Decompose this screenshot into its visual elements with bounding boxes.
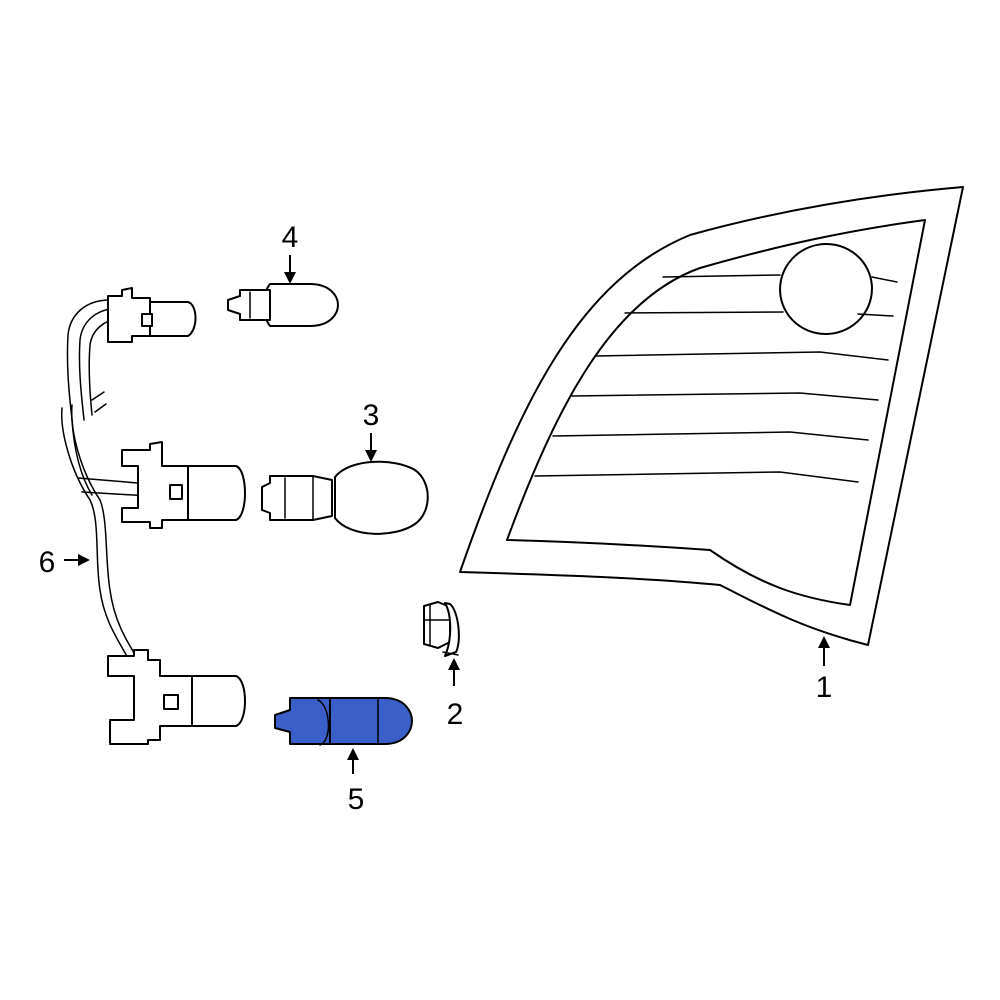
callout-1-label: 1: [816, 671, 833, 704]
callout-6: 6: [39, 546, 90, 579]
callout-3: 3: [363, 399, 380, 462]
part-1-tail-lamp[interactable]: [459, 186, 964, 646]
part-2-nut[interactable]: [423, 601, 460, 657]
callout-2: 2: [447, 658, 464, 731]
callout-1: 1: [816, 636, 833, 704]
callout-4: 4: [282, 221, 299, 284]
callout-3-label: 3: [363, 399, 380, 432]
callout-5: 5: [347, 748, 364, 816]
part-3-bulb[interactable]: [261, 460, 429, 535]
part-5-bulb-highlighted[interactable]: [274, 697, 413, 746]
callout-2-label: 2: [447, 698, 464, 731]
callout-4-label: 4: [282, 221, 299, 254]
part-4-bulb[interactable]: [227, 283, 339, 327]
part-6-wiring-harness[interactable]: [61, 287, 246, 745]
callout-5-label: 5: [348, 783, 365, 816]
callout-6-label: 6: [39, 546, 56, 579]
